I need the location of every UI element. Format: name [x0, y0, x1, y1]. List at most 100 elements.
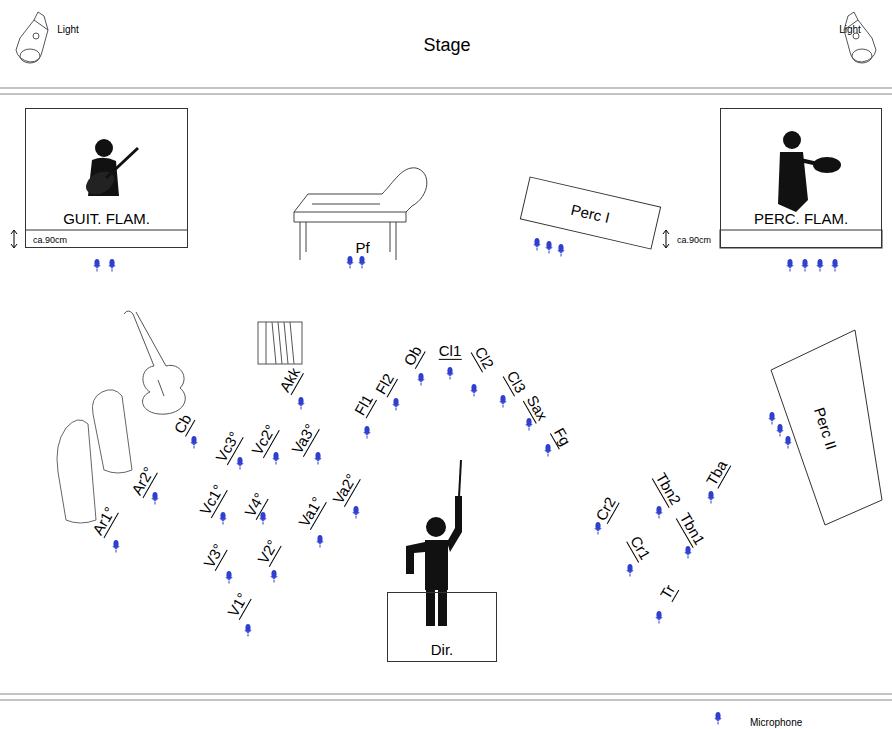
instrument-label: Fg [550, 425, 575, 449]
light-label: Light [839, 19, 861, 37]
platform-strip [25, 230, 882, 248]
node-label: Perc II [811, 405, 841, 451]
node-label: PERC. FLAM. [754, 210, 848, 227]
instrument-label: Cb [170, 411, 195, 437]
microphone-symbol [347, 256, 353, 269]
light-label-text: Light [839, 24, 861, 36]
microphone-symbol [298, 397, 304, 410]
microphone-symbol [708, 491, 714, 504]
microphone-symbol [627, 564, 633, 577]
microphone-symbol [545, 444, 551, 457]
node-label: Pf [355, 239, 369, 256]
instrument-label: Cl2 [470, 344, 497, 373]
instrument-label: V2° [254, 537, 282, 567]
microphone-symbol [785, 436, 791, 449]
instrument-label: Sax [523, 392, 552, 424]
percussion-platform: PERC. FLAM. [720, 108, 882, 248]
instrument-label-text: Cl1 [439, 342, 462, 360]
instrument-label: Cr1 [626, 533, 654, 563]
instrument-label: Akk [276, 365, 304, 396]
light-icon [16, 12, 48, 63]
microphone-symbol [418, 373, 424, 386]
instrument-label-text: Cl3 [502, 368, 529, 397]
instrument-label-text: Tr [657, 582, 680, 603]
microphone-symbol [656, 506, 662, 519]
percussion-area: Perc II [768, 328, 884, 528]
light-label-text: Light [57, 24, 79, 36]
instrument-label-text: V2° [254, 537, 282, 567]
legend-entry: Microphone [750, 712, 802, 729]
instrument-label-text: Va3° [288, 421, 320, 457]
instrument-label-text: Va1° [295, 494, 327, 530]
instrument-label: Tbn2 [652, 470, 685, 509]
microphone-symbol [832, 259, 838, 272]
instrument-label-text: Cr2 [592, 494, 620, 524]
instrument-label: V1° [224, 590, 252, 620]
microphone-symbol [787, 259, 793, 272]
instrument-label: Fl1 [351, 391, 377, 418]
percussionist-figure [778, 131, 841, 212]
microphone-symbol [656, 611, 662, 624]
instrument-label-text: Cr1 [626, 533, 654, 563]
instrument-label: V3° [200, 541, 228, 571]
instrument-label-text: Va2° [329, 471, 361, 507]
height-arrow [11, 230, 669, 248]
light-icon [844, 12, 876, 63]
guitarist-figure [82, 139, 138, 199]
microphone-symbol [113, 540, 119, 553]
instrument-label: Ob [400, 343, 426, 369]
microphone-symbol [260, 512, 266, 525]
instrument-label-text: Tba [703, 457, 732, 489]
instrument-label-text: V3° [200, 541, 228, 571]
microphone-symbol [364, 426, 370, 439]
instrument-label: Cr2 [592, 494, 620, 524]
microphone-symbol [152, 492, 158, 505]
microphone-symbol [273, 452, 279, 465]
instrument-label: Va2° [329, 471, 361, 507]
microphone-symbol [546, 241, 552, 254]
microphone-symbol [237, 457, 243, 470]
microphone-symbol [359, 256, 365, 269]
microphone-symbol [109, 259, 115, 272]
stage-edge-lines [0, 88, 892, 700]
microphone-symbol [802, 259, 808, 272]
microphone-symbol [595, 522, 601, 535]
microphone-symbol [500, 395, 506, 408]
instrument-label-text: Fl2 [372, 370, 398, 397]
dimension-label-text: ca.90cm [33, 235, 67, 245]
instrument-label-text: V1° [224, 590, 252, 620]
percussion-area: Perc I [520, 176, 661, 249]
instrument-label-text: Cb [170, 411, 195, 437]
microphone-symbol [226, 571, 232, 584]
microphone-symbol [315, 452, 321, 465]
instrument-label: Ar1° [89, 504, 119, 539]
microphone-symbol [526, 418, 532, 431]
microphone-symbol [447, 367, 453, 380]
conductor-figure [406, 460, 462, 626]
conductor-podium: Dir. [387, 592, 497, 662]
microphone-symbol [471, 384, 477, 397]
instrument-label-text: Fg [550, 425, 575, 449]
microphone-symbol [271, 570, 277, 583]
instrument-label-text: Fl1 [351, 391, 377, 418]
dimension-label: ca.90cm [677, 229, 711, 247]
guitar-platform: GUIT. FLAM. [25, 108, 188, 248]
node-label: Dir. [431, 641, 454, 658]
instrument-label-text: Sax [523, 392, 552, 424]
dimension-label: ca.90cm [33, 229, 67, 247]
instrument-label-text: Cl2 [470, 344, 497, 373]
microphone-symbol [94, 259, 100, 272]
stage-title: Stage [423, 35, 470, 56]
title-text: Stage [423, 35, 470, 56]
microphone-symbol [534, 238, 540, 251]
instrument-label: Tbn1 [676, 510, 709, 549]
microphone-symbol [817, 259, 823, 272]
microphone-symbol [393, 398, 399, 411]
microphone-symbol [777, 424, 783, 437]
accordion-symbol [258, 322, 302, 364]
instrument-label-text: Tbn1 [676, 510, 709, 549]
legend-text: Microphone [750, 717, 802, 729]
microphone-symbol [353, 506, 359, 519]
